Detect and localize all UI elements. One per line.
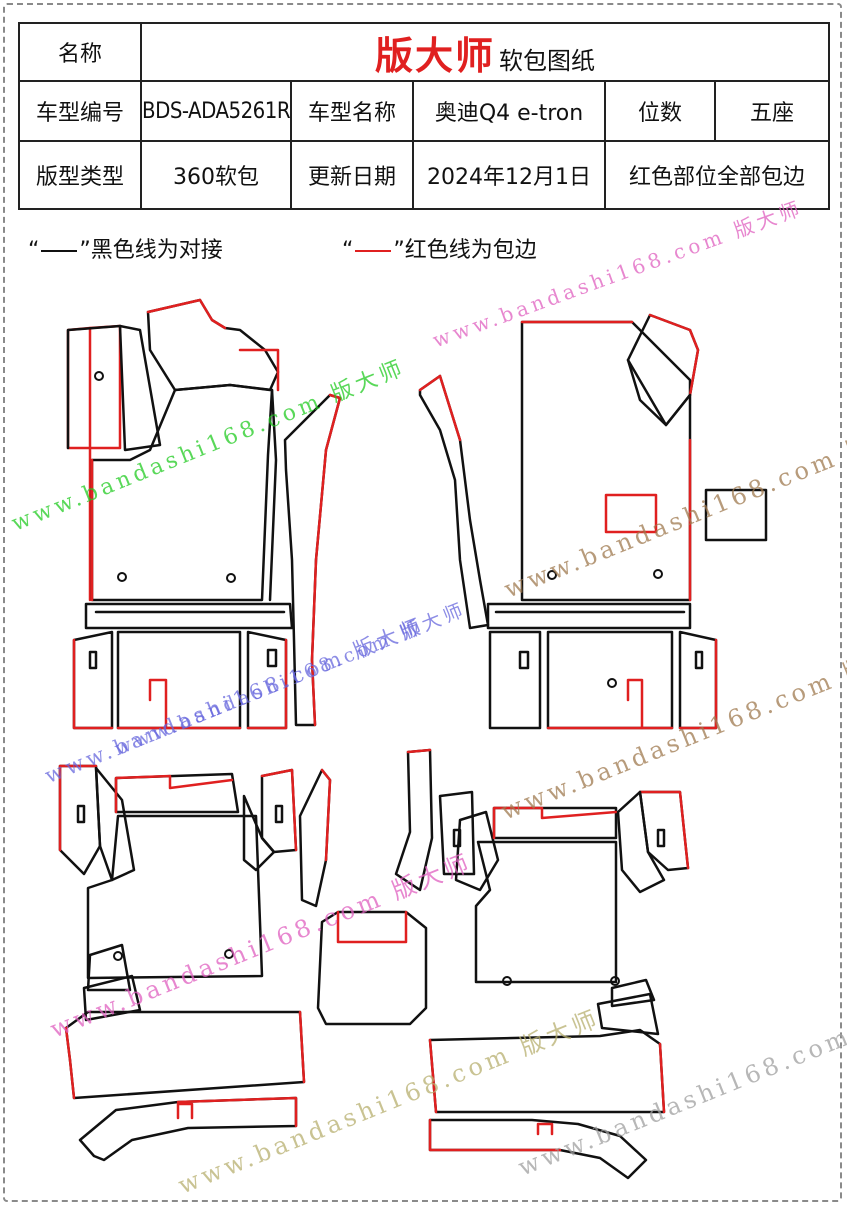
- legend-black-text: ”黑色线为对接: [79, 238, 223, 263]
- legend-red-open-quote: “: [342, 238, 354, 263]
- rear-right-mat: [394, 748, 690, 1180]
- note-value: 红色部位全部包边: [603, 140, 831, 210]
- rear-left-mat: [58, 764, 332, 1162]
- seats-label: 位数: [604, 80, 716, 142]
- front-left-mat: [66, 298, 342, 730]
- spec-row-model: 车型编号 BDS-ADA5261R 车型名称 奥迪Q4 e-tron 位数 五座: [18, 80, 831, 142]
- spec-table: 名称 版大师软包图纸 车型编号 BDS-ADA5261R 车型名称 奥迪Q4 e…: [18, 22, 831, 210]
- brand-title: 版大师: [375, 33, 496, 78]
- spec-row-type: 版型类型 360软包 更新日期 2024年12月1日 红色部位全部包边: [18, 140, 831, 210]
- spec-row-title: 名称 版大师软包图纸: [18, 22, 831, 82]
- name-label: 名称: [18, 22, 142, 82]
- type-value: 360软包: [140, 140, 292, 210]
- model-name-value: 奥迪Q4 e-tron: [412, 80, 606, 142]
- date-value: 2024年12月1日: [412, 140, 606, 210]
- red-line-swatch: [355, 250, 392, 252]
- page-border: [3, 3, 842, 1202]
- legend-black: “ ”黑色线为对接: [28, 232, 223, 264]
- title-cell: 版大师软包图纸: [139, 22, 831, 82]
- front-right-mat: [418, 313, 768, 730]
- model-name-label: 车型名称: [290, 80, 414, 142]
- rear-center-mat: [316, 910, 428, 1026]
- model-code-value: BDS-ADA5261R: [140, 80, 292, 142]
- legend-black-open-quote: “: [28, 238, 40, 263]
- model-code-label: 车型编号: [18, 80, 142, 142]
- legend-red: “ ”红色线为包边: [342, 232, 537, 264]
- seats-value: 五座: [713, 80, 831, 142]
- black-line-swatch: [41, 250, 78, 252]
- date-label: 更新日期: [290, 140, 414, 210]
- document-subtitle: 软包图纸: [499, 46, 596, 75]
- legend-red-text: ”红色线为包边: [393, 238, 537, 263]
- type-label: 版型类型: [18, 140, 142, 210]
